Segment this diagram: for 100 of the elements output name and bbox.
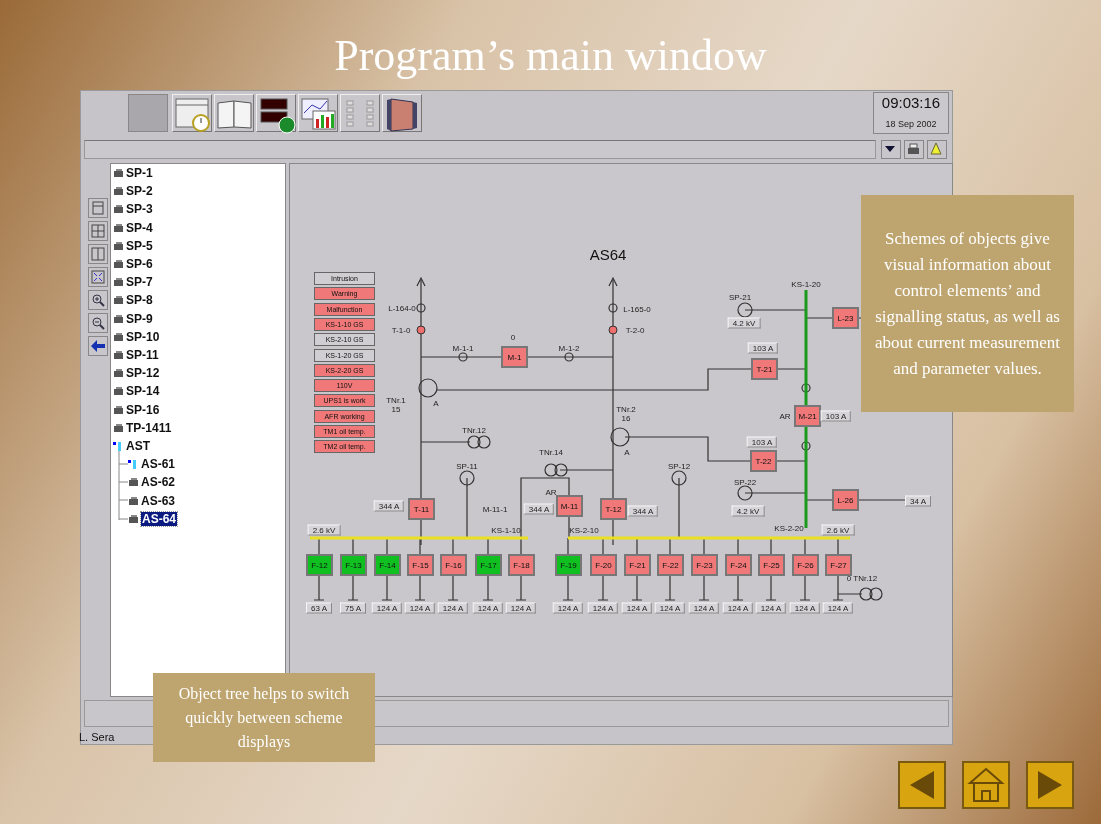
tree-item: SP-11 [126,348,159,362]
tree-item: SP-10 [126,329,160,344]
value-display: 124 A [552,602,584,614]
tree-item: AST [126,439,150,453]
tree-item: SP-6 [126,257,153,271]
switchgear-box: F-26 [792,554,819,576]
tree-item: AS-64 [141,511,177,526]
scheme-label: KS-2-10 [569,525,599,535]
scheme-label: L-164-0 [388,303,416,313]
switchgear-box: F-18 [508,554,535,576]
scheme-label: KS-1-20 [791,279,821,289]
switchgear-box: F-20 [590,554,617,576]
value-display: 124 A [755,602,787,614]
switchgear-box: F-19 [555,554,582,576]
value-display: 124 A [621,602,653,614]
scheme-label: TNr.14 [539,447,563,457]
scheme-label: A [624,447,630,457]
value-display: 124 A [472,602,504,614]
value-display: 4.2 kV [731,505,765,517]
switchgear-box: T-22 [750,450,777,472]
switchgear-box: M-1 [501,346,528,368]
value-display: 124 A [654,602,686,614]
tree-item: SP-9 [126,311,153,326]
switchgear-box: F-13 [340,554,367,576]
value-display: 75 A [340,602,366,614]
scheme-label: M-1-2 [558,343,580,353]
tree-item: TP-1411 [126,420,172,435]
scheme-label: SP-21 [728,292,752,302]
scheme-label: M-1-1 [452,343,474,353]
callout-tooltip: Schemes of objects give visual information about control elements’ and signalling status, as well as about current measurement and parameter values. [861,195,1074,412]
switchgear-box: F-16 [440,554,467,576]
value-display: 124 A [371,602,403,614]
slide-title: Program’s main window [333,30,768,81]
clock-time: 09:03:16 [880,94,942,111]
tree-item: AS-62 [141,475,175,490]
scheme-label: TNr.1 15 [385,396,407,414]
tree-item: SP-7 [126,275,153,290]
tree-item: SP-16 [126,402,160,417]
switchgear-box: F-22 [657,554,684,576]
scheme-title: AS64 [589,245,627,263]
value-display: 103 A [747,342,779,354]
value-display: 344 A [523,503,555,515]
switchgear-box: F-27 [825,554,852,576]
value-display: 124 A [688,602,720,614]
value-display: 344 A [373,500,405,512]
value-display: 344 A [627,505,659,517]
tree-item: AS-61 [141,457,175,472]
scheme-label: A [433,398,439,408]
switchgear-box: L-23 [832,307,859,329]
tree-item: SP-14 [126,384,160,399]
switchgear-box: F-15 [407,554,434,576]
clock-date: 18 Sep 2002 [884,119,938,129]
switchgear-box: M-21 [794,405,821,427]
tree-item: SP-8 [126,293,153,308]
callout-tooltip: Object tree helps to switch quickly between scheme displays [153,673,375,762]
scheme-label: 0 [510,332,516,342]
value-display: 124 A [437,602,469,614]
scheme-label: TNr.12 [462,425,486,435]
scheme-label: L-165-0 [623,304,651,314]
switchgear-box: T-11 [408,498,435,520]
value-display: 103 A [746,436,778,448]
tree-item: SP-2 [126,184,153,199]
switchgear-box: F-21 [624,554,651,576]
scheme-label: AR [545,487,557,497]
switchgear-box: F-12 [306,554,333,576]
scheme-label: T-1-0 [391,325,411,335]
value-display: 124 A [404,602,436,614]
switchgear-box: T-21 [751,358,778,380]
value-display: 124 A [722,602,754,614]
scheme-label: SP-22 [733,477,757,487]
tree-item: SP-5 [126,238,153,253]
scheme-label: T-2-0 [625,325,645,335]
tree-item: SP-3 [126,202,153,217]
scheme-label: TNr.2 16 [615,405,637,423]
value-display: 4.2 kV [727,317,761,329]
scheme-label: KS-1-10 [491,525,521,535]
scheme-label: AR [779,411,791,421]
value-display: 124 A [587,602,619,614]
tree-item: SP-1 [126,166,153,180]
scheme-label: SP-11 [456,461,478,471]
switchgear-box: M-11 [556,495,583,517]
value-display: 124 A [505,602,537,614]
value-display: 124 A [789,602,821,614]
value-display: 2.6 kV [307,524,341,536]
value-display: 124 A [822,602,854,614]
scheme-label: 0 TNr.12 [846,573,878,583]
scheme-label: KS-2-20 [774,523,804,533]
scheme-label: SP-12 [667,461,691,471]
scheme-label: M-11-1 [482,504,508,514]
value-display: 34 A [905,495,931,507]
tree-item: AS-63 [141,493,175,508]
value-display: 2.6 kV [821,524,855,536]
value-display: 103 A [820,410,852,422]
switchgear-box: F-17 [475,554,502,576]
switchgear-box: L-26 [832,489,859,511]
switchgear-box: T-12 [600,498,627,520]
value-display: 63 A [306,602,332,614]
switchgear-box: F-14 [374,554,401,576]
switchgear-box: F-24 [725,554,752,576]
tree-item: SP-4 [126,220,153,235]
